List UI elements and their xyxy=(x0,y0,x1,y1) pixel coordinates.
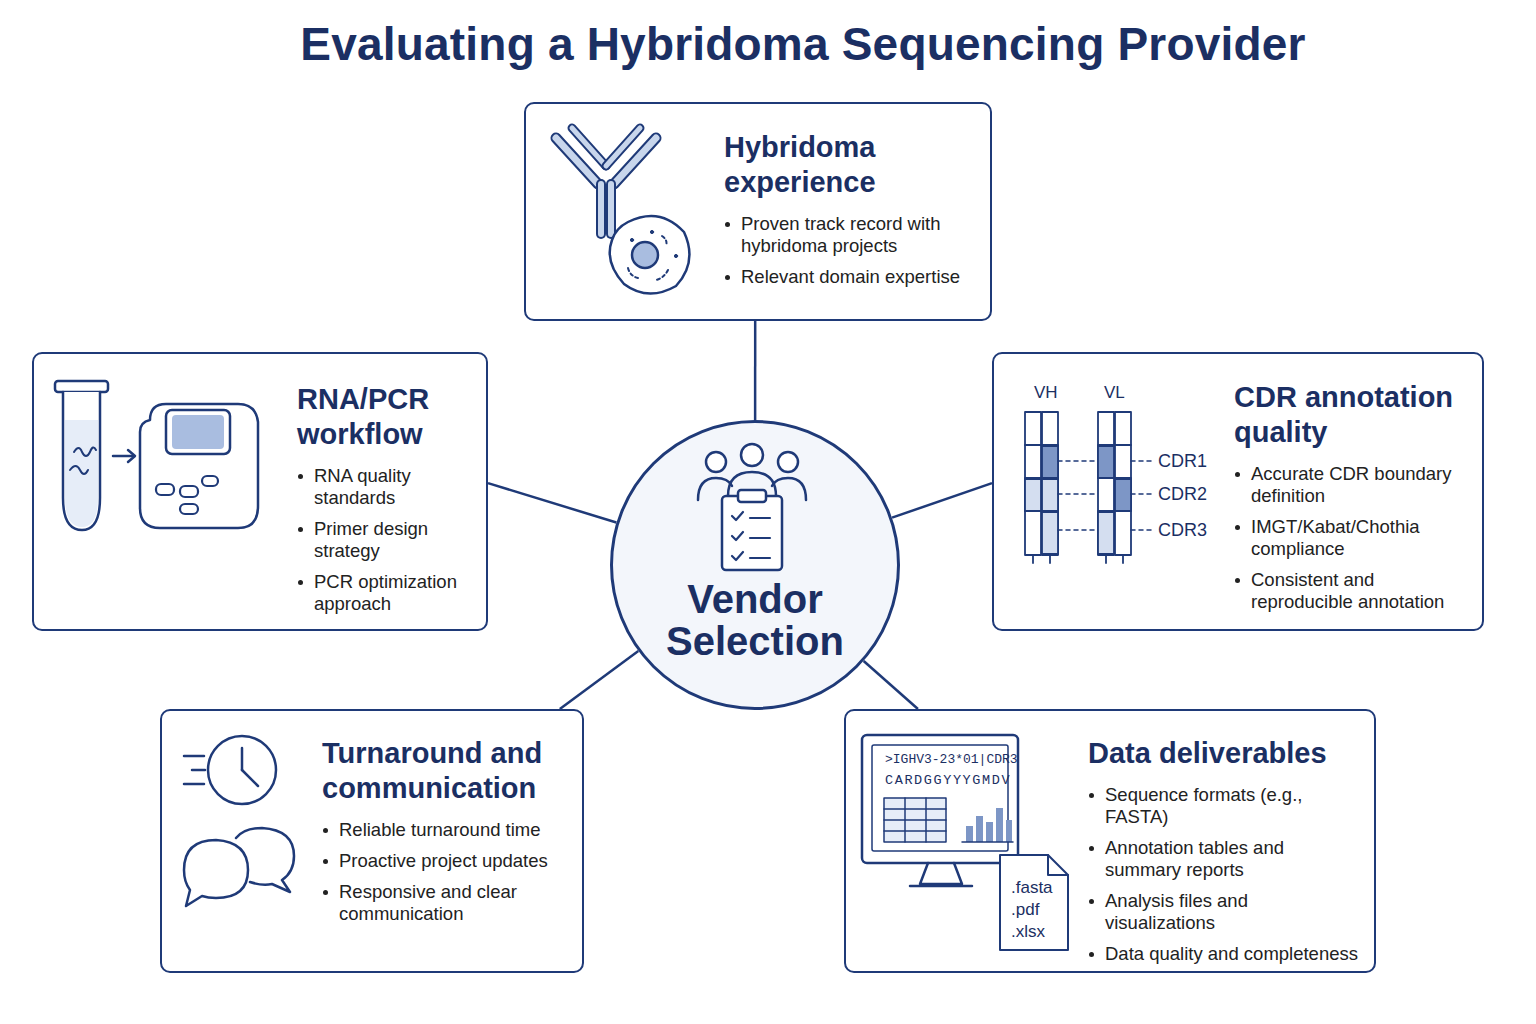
criteria-box: Data deliverablesSequence formats (e.g.,… xyxy=(844,709,1376,973)
box-heading: Hybridoma experience xyxy=(724,130,986,200)
bullet-item: Reliable turnaround time xyxy=(322,819,580,841)
text-column: Hybridoma experienceProven track record … xyxy=(724,130,986,288)
spoke-connector xyxy=(488,483,616,522)
text-column: CDR annotation qualityAccurate CDR bound… xyxy=(1234,380,1479,613)
criteria-box: Turnaround and communicationReliable tur… xyxy=(160,709,584,973)
criteria-box: RNA/PCR workflowRNA quality standardsPri… xyxy=(32,352,488,631)
text-column: RNA/PCR workflowRNA quality standardsPri… xyxy=(297,382,489,615)
text-column: Vendor Selection xyxy=(640,578,870,662)
hub-title: Vendor Selection xyxy=(640,578,870,662)
bullet-item: Responsive and clear communication xyxy=(322,881,580,925)
bullet-item: IMGT/Kabat/Chothia compliance xyxy=(1234,516,1479,560)
spoke-connector xyxy=(864,661,918,709)
text-column: Data deliverablesSequence formats (e.g.,… xyxy=(1088,736,1363,965)
bullet-item: Annotation tables and summary reports xyxy=(1088,837,1363,881)
bullet-item: Proactive project updates xyxy=(322,850,580,872)
bullet-item: Primer design strategy xyxy=(297,518,489,562)
box-heading: CDR annotation quality xyxy=(1234,380,1479,450)
bullet-item: Sequence formats (e.g., FASTA) xyxy=(1088,784,1363,828)
hub-circle: Vendor Selection xyxy=(610,420,900,710)
bullet-item: RNA quality standards xyxy=(297,465,489,509)
box-heading: Data deliverables xyxy=(1088,736,1363,771)
criteria-box: Hybridoma experienceProven track record … xyxy=(524,102,992,321)
text-column: Turnaround and communicationReliable tur… xyxy=(322,736,580,925)
bullet-item: Consistent and reproducible annotation xyxy=(1234,569,1479,613)
spoke-connector xyxy=(754,321,757,420)
spoke-connector xyxy=(560,651,638,709)
bullet-item: Accurate CDR boundary definition xyxy=(1234,463,1479,507)
diagram-title: Evaluating a Hybridoma Sequencing Provid… xyxy=(35,14,1536,74)
spoke-connector xyxy=(892,483,992,518)
box-heading: Turnaround and communication xyxy=(322,736,580,806)
box-heading: RNA/PCR workflow xyxy=(297,382,489,452)
bullet-item: Data quality and completeness xyxy=(1088,943,1363,965)
bullet-item: PCR optimization approach xyxy=(297,571,489,615)
bullet-item: Analysis files and visualizations xyxy=(1088,890,1363,934)
criteria-box: CDR annotation qualityAccurate CDR bound… xyxy=(992,352,1484,631)
bullet-item: Relevant domain expertise xyxy=(724,266,986,288)
bullet-item: Proven track record with hybridoma proje… xyxy=(724,213,986,257)
